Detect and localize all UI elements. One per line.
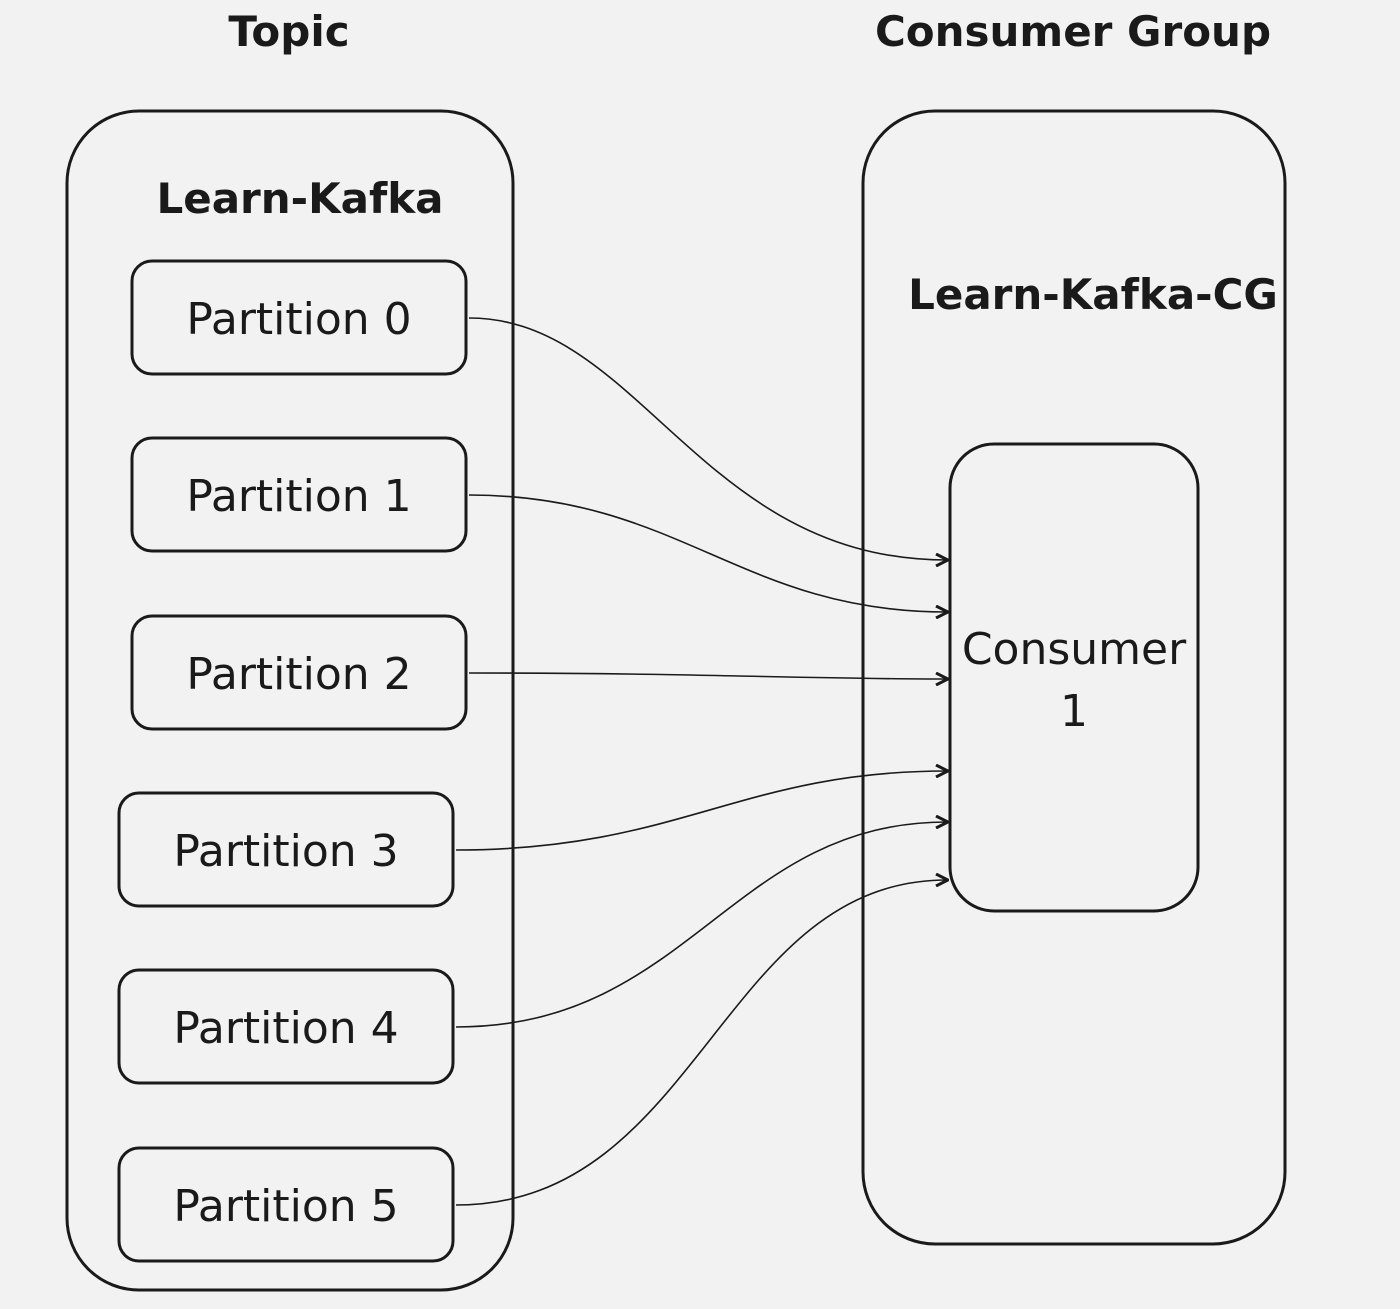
edge-partition-4-to-consumer: [455, 822, 947, 1028]
partition-box: [117, 1146, 455, 1263]
topic-name: Learn-Kafka: [156, 174, 443, 223]
partition-box: [130, 436, 468, 553]
partition-node[interactable]: Partition 2: [130, 614, 468, 731]
partition-node[interactable]: Partition 5: [117, 1146, 455, 1263]
consumer-node[interactable]: Consumer 1: [948, 442, 1200, 913]
partition-node[interactable]: Partition 0: [130, 259, 468, 376]
topic-heading: Topic: [228, 7, 349, 56]
edge-partition-1-to-consumer: [468, 494, 947, 612]
edge-partition-0-to-consumer: [468, 317, 947, 560]
partition-label: Partition 0: [186, 294, 411, 345]
edge-partition-2-to-consumer: [468, 673, 947, 679]
partition-node[interactable]: Partition 3: [117, 791, 455, 908]
consumer-box: [948, 442, 1200, 913]
consumer-label-line: 1: [1060, 686, 1088, 737]
partition-box: [130, 614, 468, 731]
partition-label: Partition 1: [186, 471, 411, 522]
partition-node[interactable]: Partition 4: [117, 968, 455, 1085]
edge-partition-5-to-consumer: [455, 880, 947, 1206]
partition-box: [117, 791, 455, 908]
consumer-label-line: Consumer: [962, 624, 1187, 675]
partition-label: Partition 3: [173, 826, 398, 877]
partition-label: Partition 5: [173, 1181, 398, 1232]
edge-partition-3-to-consumer: [455, 771, 947, 851]
topic-container[interactable]: [65, 109, 515, 1292]
partition-label: Partition 4: [173, 1003, 398, 1054]
partition-label: Partition 2: [186, 649, 411, 700]
partition-box: [117, 968, 455, 1085]
consumer-group-heading: Consumer Group: [875, 7, 1271, 56]
partition-node[interactable]: Partition 1: [130, 436, 468, 553]
partition-box: [130, 259, 468, 376]
consumer-group-name: Learn-Kafka-CG: [908, 270, 1278, 319]
